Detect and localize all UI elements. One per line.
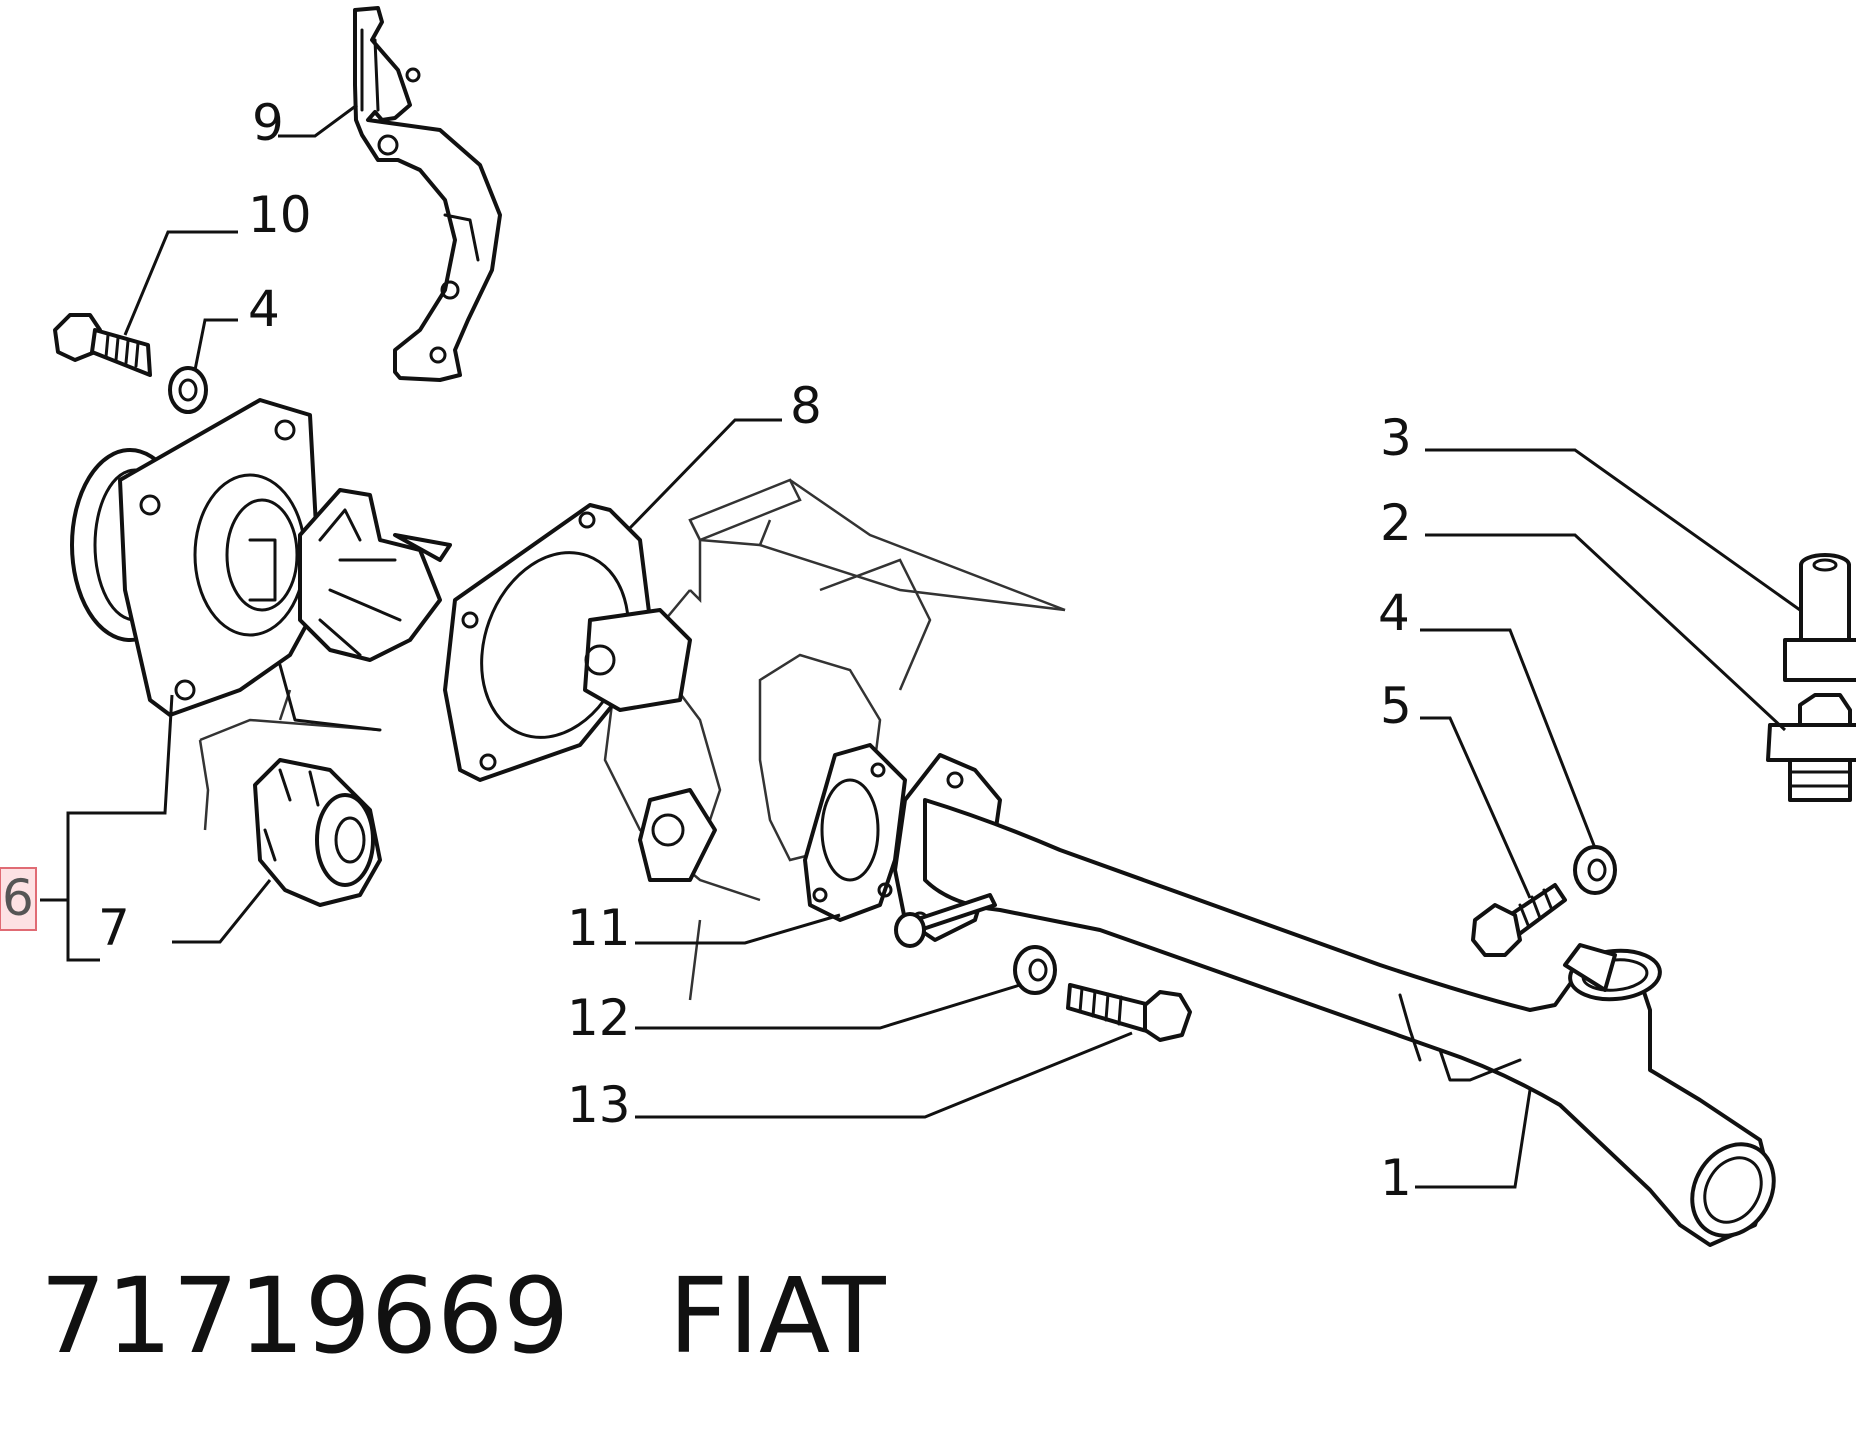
leader-4-lower [1420, 628, 1597, 849]
callout-labels: 9 10 4 8 3 2 4 5 6 7 11 12 13 1 [0, 94, 1412, 1207]
callout-4-upper: 4 [248, 280, 280, 338]
leader-13 [635, 1031, 1133, 1119]
leader-6 [626, 418, 782, 532]
water-pump-assembly-part-9[interactable] [70, 398, 452, 732]
leader-12 [635, 983, 1021, 1030]
leader-3 [1425, 448, 1801, 612]
callout-13: 13 [567, 1076, 631, 1134]
part-number: 71719669 [40, 1255, 570, 1377]
bolt-part-13[interactable] [1066, 983, 1192, 1042]
callout-12: 12 [567, 989, 631, 1047]
callout-7: 9 [252, 94, 284, 152]
leader-lines [40, 103, 1801, 1189]
brand-name: FIAT [668, 1255, 886, 1377]
bolt-part-8[interactable] [53, 313, 152, 377]
leader-10 [172, 879, 272, 944]
leader-7 [278, 103, 358, 138]
callout-6: 8 [790, 377, 822, 435]
leader-2 [1425, 533, 1787, 732]
bracket-part-7[interactable] [353, 6, 502, 382]
coolant-pipe-part-1[interactable] [893, 753, 1790, 1251]
gasket-part-6[interactable] [443, 503, 653, 782]
callout-11: 11 [567, 899, 631, 957]
washer-part-4-lower[interactable] [1573, 845, 1617, 895]
callout-9: 6 [2, 869, 34, 927]
engine-housing-outlet [583, 608, 717, 882]
leader-9 [40, 694, 174, 962]
callout-2: 2 [1380, 494, 1412, 552]
callout-10: 7 [98, 899, 130, 957]
bolt-part-5[interactable] [1471, 883, 1567, 957]
callout-3: 3 [1380, 409, 1412, 467]
leader-11 [635, 913, 841, 945]
leader-1 [1415, 1089, 1532, 1189]
leader-4-upper [193, 318, 238, 371]
sensor-part-3[interactable] [1783, 553, 1856, 682]
callout-5: 5 [1380, 677, 1412, 735]
callout-8: 10 [248, 186, 312, 244]
callout-9-highlight [0, 867, 37, 931]
gasket-part-11[interactable] [803, 743, 907, 922]
leader-5 [1420, 716, 1532, 899]
washer-part-4-upper[interactable] [168, 366, 208, 414]
callout-1: 1 [1380, 1149, 1412, 1207]
sensor-part-2[interactable] [1766, 693, 1856, 802]
callout-4-lower: 4 [1378, 584, 1410, 642]
washer-part-12[interactable] [1013, 945, 1057, 995]
part-caption: 71719669 FIAT [40, 1255, 886, 1377]
seal-part-10[interactable] [253, 758, 382, 907]
leader-8 [123, 230, 238, 336]
